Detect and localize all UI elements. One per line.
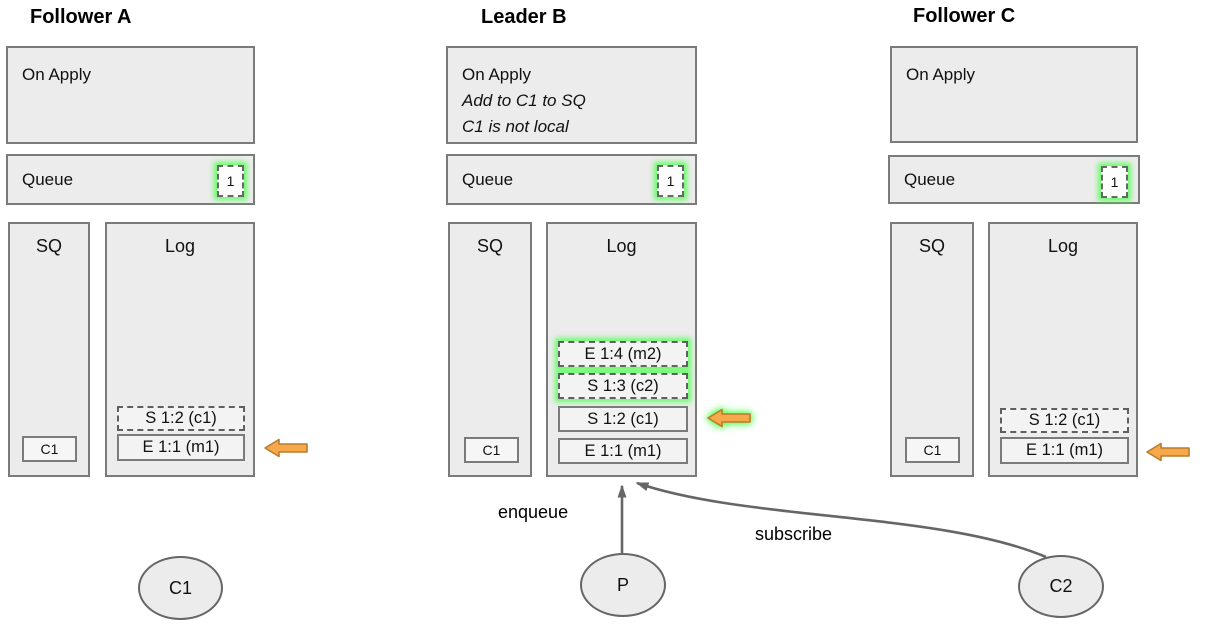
sq-item-c1-b: C1 — [464, 437, 519, 463]
queue-label: Queue — [22, 169, 74, 189]
enqueue-label: enqueue — [498, 502, 569, 522]
log-entry: E 1:1 (m1) — [1000, 437, 1129, 464]
log-label: Log — [164, 236, 196, 256]
sq-label: SQ — [476, 236, 503, 256]
on-apply-note-1: Add to C1 to SQ — [462, 91, 586, 110]
sq-label: SQ — [918, 236, 945, 256]
subscribe-label: subscribe — [755, 524, 833, 544]
queue-count-badge-a: 1 — [217, 165, 244, 197]
sq-box-b: SQ C1 — [448, 222, 532, 477]
log-box-b: Log E 1:4 (m2) S 1:3 (c2) S 1:2 (c1) E 1… — [546, 222, 697, 477]
subscribe-arrow — [635, 481, 1047, 559]
actor-c1: C1 — [138, 556, 223, 620]
queue-count-badge-b: 1 — [657, 165, 684, 197]
log-box-c: Log S 1:2 (c1) E 1:1 (m1) — [988, 222, 1138, 477]
node-title-leader-b: Leader B — [481, 6, 567, 28]
log-label: Log — [606, 236, 637, 256]
log-entry: S 1:2 (c1) — [558, 406, 688, 432]
on-apply-box-c: On Apply — [890, 46, 1138, 143]
log-entry: S 1:2 (c1) — [1000, 408, 1129, 433]
on-apply-note-2: C1 is not local — [462, 117, 569, 136]
apply-pointer-arrow-b — [707, 408, 751, 428]
on-apply-label: On Apply — [906, 65, 975, 84]
sq-box-a: SQ C1 — [8, 222, 90, 477]
on-apply-label: On Apply — [22, 65, 91, 84]
log-entry: E 1:1 (m1) — [117, 434, 245, 461]
on-apply-box-a: On Apply — [6, 46, 255, 144]
sq-label: SQ — [35, 236, 62, 256]
on-apply-box-b: On Apply Add to C1 to SQ C1 is not local — [446, 46, 697, 144]
log-box-a: Log S 1:2 (c1) E 1:1 (m1) — [105, 222, 255, 477]
sq-box-c: SQ C1 — [890, 222, 974, 477]
actor-c2: C2 — [1018, 555, 1104, 618]
log-entry: E 1:1 (m1) — [558, 438, 688, 464]
apply-pointer-arrow-a — [264, 438, 308, 458]
sq-item-c1-a: C1 — [22, 436, 77, 462]
log-entry: S 1:3 (c2) — [558, 373, 688, 399]
queue-label: Queue — [462, 169, 514, 189]
node-title-follower-c: Follower C — [913, 5, 1016, 27]
queue-box-b: Queue 1 — [446, 154, 697, 205]
log-label: Log — [1047, 236, 1079, 256]
node-title-follower-a: Follower A — [30, 6, 132, 28]
apply-pointer-arrow-c — [1146, 442, 1190, 462]
log-entry: S 1:2 (c1) — [117, 406, 245, 431]
queue-box-c: Queue 1 — [888, 155, 1140, 204]
queue-label: Queue — [904, 169, 956, 189]
queue-count-badge-c: 1 — [1101, 166, 1128, 198]
actor-p: P — [580, 553, 666, 617]
log-entry: E 1:4 (m2) — [558, 341, 688, 367]
sq-item-c1-c: C1 — [905, 437, 960, 463]
queue-box-a: Queue 1 — [6, 154, 255, 205]
on-apply-label: On Apply — [462, 65, 531, 84]
